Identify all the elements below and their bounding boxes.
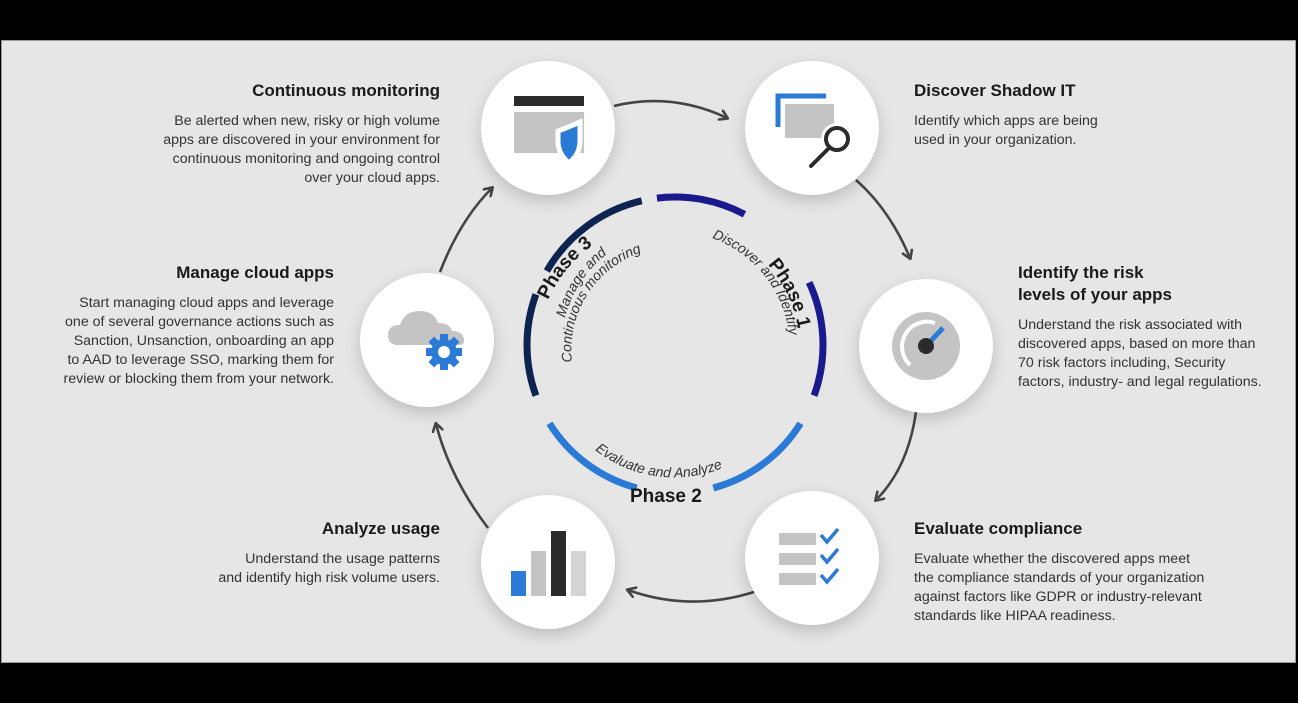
manage-cloud-apps-node[interactable] — [360, 273, 494, 407]
analyze-usage-node[interactable] — [481, 495, 615, 629]
arrow-analyze-to-manage — [436, 424, 490, 529]
continuous-monitoring-title: Continuous monitoring — [252, 81, 440, 100]
analyze-usage-description: Understand the usage patterns and identi… — [218, 551, 440, 586]
phase-2-subtitle: Evaluate and Analyze — [593, 440, 724, 481]
analyze-usage-block: Analyze usage Understand the usage patte… — [140, 518, 440, 588]
continuous-monitoring-description: Be alerted when new, risky or high volum… — [163, 113, 440, 186]
discover-shadow-it-title: Discover Shadow IT — [914, 81, 1076, 100]
manage-cloud-apps-block: Manage cloud apps Start managing cloud a… — [4, 262, 334, 389]
phase-2-arc-left — [546, 421, 638, 492]
arrow-discover-to-risk — [855, 179, 910, 258]
identify-risk-block: Identify the risk levels of your apps Un… — [1018, 262, 1298, 392]
phase-3-arc-upper — [543, 197, 643, 273]
identify-risk-title: Identify the risk levels of your apps — [1018, 263, 1172, 304]
bar-chart-icon — [511, 531, 586, 596]
window-magnifier-icon — [775, 93, 853, 168]
discover-shadow-it-block: Discover Shadow IT Identify which apps a… — [914, 80, 1214, 150]
window-shield-icon — [514, 96, 584, 167]
evaluate-compliance-node[interactable] — [745, 491, 879, 625]
continuous-monitoring-node[interactable] — [481, 61, 615, 195]
cloud-gear-icon — [388, 311, 464, 370]
phase-2-arc-right — [712, 421, 804, 492]
gauge-icon — [892, 312, 960, 380]
arrow-monitoring-to-discover — [613, 99, 727, 118]
diagram-panel — [1, 40, 1296, 663]
arrow-compliance-to-analyze — [628, 590, 755, 603]
phase-1-arc-upper — [656, 193, 747, 218]
identify-risk-node[interactable] — [859, 279, 993, 413]
identify-risk-description: Understand the risk associated with disc… — [1018, 317, 1262, 390]
manage-cloud-apps-title: Manage cloud apps — [176, 263, 334, 282]
checklist-icon — [779, 527, 840, 585]
phase-3-arc-left — [523, 293, 540, 397]
manage-cloud-apps-description: Start managing cloud apps and leverage o… — [63, 295, 334, 387]
phase-1-arc-lower — [805, 280, 827, 397]
continuous-monitoring-block: Continuous monitoring Be alerted when ne… — [110, 80, 440, 188]
evaluate-compliance-block: Evaluate compliance Evaluate whether the… — [914, 518, 1274, 626]
arrow-manage-to-monitoring — [438, 188, 492, 273]
evaluate-compliance-description: Evaluate whether the discovered apps mee… — [914, 551, 1205, 624]
evaluate-compliance-title: Evaluate compliance — [914, 519, 1083, 538]
arrow-risk-to-compliance — [876, 411, 918, 500]
analyze-usage-title: Analyze usage — [321, 519, 440, 538]
discover-shadow-it-node[interactable] — [745, 61, 879, 195]
phase-2-label: Phase 2 — [630, 486, 702, 507]
discover-shadow-it-description: Identify which apps are being used in yo… — [914, 113, 1098, 148]
